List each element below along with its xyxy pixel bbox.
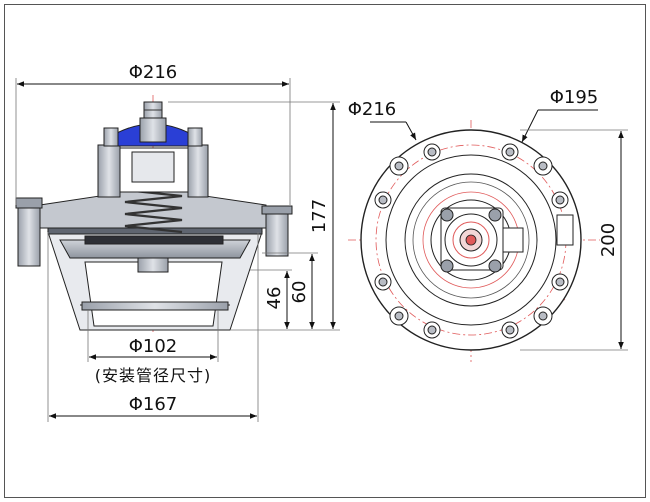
- right-flange: [265, 209, 289, 257]
- left-flange: [17, 203, 41, 267]
- side-port: [556, 214, 574, 246]
- flange-bolts: [374, 143, 569, 339]
- pilot-stem: [139, 117, 167, 143]
- side-view: [15, 95, 293, 332]
- dim-60-label: 60: [289, 281, 310, 304]
- top-dimensions: Φ216 Φ195 200: [348, 87, 628, 351]
- side-dimensions: Φ216 177 60 46 Φ102 (安装管径尺寸) Φ167: [15, 62, 340, 422]
- right-bolt: [187, 127, 203, 147]
- diaphragm: [84, 235, 224, 245]
- top-height-label: 200: [598, 223, 619, 257]
- bonnet-screws: [440, 208, 502, 273]
- left-bolt: [103, 127, 119, 147]
- top-view: [348, 120, 600, 362]
- pipe-note-label: (安装管径尺寸): [95, 366, 212, 385]
- base-dia-label: Φ167: [129, 394, 178, 415]
- pipe-dia-label: Φ102: [129, 336, 178, 357]
- dim-46-label: 46: [264, 287, 285, 310]
- left-bracket: [97, 144, 121, 198]
- top-outer-dia-label: Φ216: [348, 99, 397, 120]
- right-bracket: [187, 144, 209, 198]
- spring: [124, 188, 183, 234]
- top-width-label: Φ216: [129, 62, 178, 83]
- center-nut: [137, 257, 169, 273]
- bolt-circle-label: Φ195: [550, 87, 599, 108]
- page-border: [4, 4, 646, 498]
- pipe-ring: [81, 301, 229, 311]
- body-ring: [385, 154, 557, 326]
- outer-nuts: [389, 156, 553, 326]
- height-label: 177: [309, 199, 330, 233]
